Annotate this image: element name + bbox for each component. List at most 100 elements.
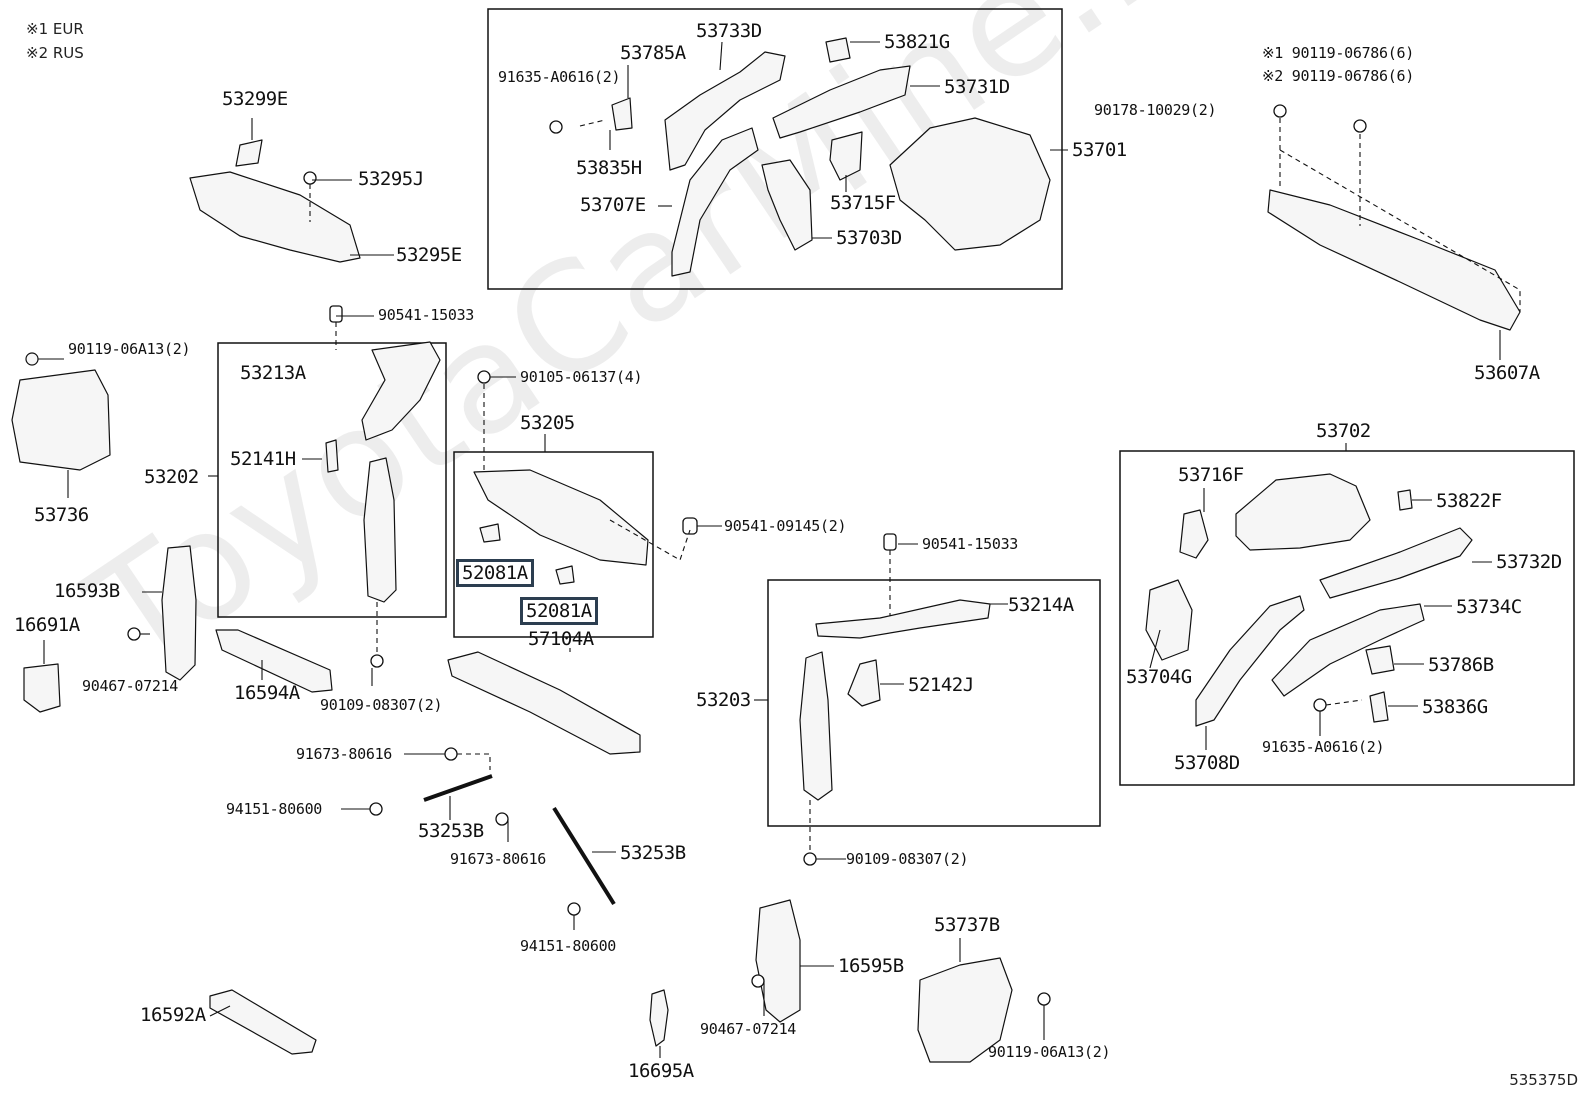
label-53785A[interactable]: 53785A bbox=[620, 42, 686, 64]
part-53213A bbox=[361, 341, 441, 441]
part-53203 bbox=[799, 651, 833, 801]
label-90109-08307-a[interactable]: 90109-08307(2) bbox=[320, 696, 443, 714]
label-53736[interactable]: 53736 bbox=[34, 504, 89, 526]
label-53299E[interactable]: 53299E bbox=[222, 88, 288, 110]
label-53822F[interactable]: 53822F bbox=[1436, 490, 1502, 512]
label-90119-06786-eur[interactable]: ※1 90119-06786(6) bbox=[1262, 44, 1414, 62]
part-52081A-b bbox=[555, 565, 575, 585]
label-53836G[interactable]: 53836G bbox=[1422, 696, 1488, 718]
label-53737B[interactable]: 53737B bbox=[934, 914, 1000, 936]
part-53821G bbox=[825, 37, 851, 63]
part-16593B bbox=[161, 545, 197, 681]
label-52081A-1[interactable]: 52081A bbox=[456, 559, 534, 587]
label-53733D[interactable]: 53733D bbox=[696, 20, 762, 42]
label-53253B-b[interactable]: 53253B bbox=[620, 842, 686, 864]
label-53253B-a[interactable]: 53253B bbox=[418, 820, 484, 842]
label-53715F[interactable]: 53715F bbox=[830, 192, 896, 214]
part-53731D bbox=[772, 65, 911, 139]
label-53607A[interactable]: 53607A bbox=[1474, 362, 1540, 384]
label-53716F[interactable]: 53716F bbox=[1178, 464, 1244, 486]
part-53205 bbox=[473, 469, 649, 566]
label-53704G[interactable]: 53704G bbox=[1126, 666, 1192, 688]
part-53737B bbox=[917, 957, 1013, 1063]
label-53707E[interactable]: 53707E bbox=[580, 194, 646, 216]
label-53701[interactable]: 53701 bbox=[1072, 139, 1127, 161]
label-53202[interactable]: 53202 bbox=[144, 466, 199, 488]
diagram-code: 535375D bbox=[1509, 1071, 1578, 1089]
label-53295E[interactable]: 53295E bbox=[396, 244, 462, 266]
group-box-53701 bbox=[487, 8, 1063, 290]
label-91635-A0616-top[interactable]: 91635-A0616(2) bbox=[498, 68, 621, 86]
label-91635-A0616-right[interactable]: 91635-A0616(2) bbox=[1262, 738, 1385, 756]
part-53732D bbox=[1319, 527, 1473, 599]
part-53701 bbox=[889, 117, 1051, 251]
part-53708D bbox=[1195, 595, 1305, 727]
label-16594A[interactable]: 16594A bbox=[234, 682, 300, 704]
label-91673-80616-a[interactable]: 91673-80616 bbox=[296, 745, 393, 763]
label-57104A[interactable]: 57104A bbox=[528, 628, 594, 650]
label-53731D[interactable]: 53731D bbox=[944, 76, 1010, 98]
label-90541-15033-a[interactable]: 90541-15033 bbox=[378, 306, 475, 324]
label-94151-80600-b[interactable]: 94151-80600 bbox=[520, 937, 617, 955]
label-16595B[interactable]: 16595B bbox=[838, 955, 904, 977]
part-53733D bbox=[664, 51, 786, 171]
note-rus: ※2 RUS bbox=[26, 44, 84, 62]
part-16594A bbox=[215, 629, 333, 693]
part-53295E bbox=[189, 171, 361, 263]
label-16592A[interactable]: 16592A bbox=[140, 1004, 206, 1026]
label-53708D[interactable]: 53708D bbox=[1174, 752, 1240, 774]
label-53213A[interactable]: 53213A bbox=[240, 362, 306, 384]
label-90467-07214-b[interactable]: 90467-07214 bbox=[700, 1020, 797, 1038]
label-91673-80616-b[interactable]: 91673-80616 bbox=[450, 850, 547, 868]
label-90467-07214-a[interactable]: 90467-07214 bbox=[82, 677, 179, 695]
part-53707E bbox=[671, 127, 759, 277]
label-16695A[interactable]: 16695A bbox=[628, 1060, 694, 1082]
part-53715F bbox=[829, 131, 863, 181]
label-53214A[interactable]: 53214A bbox=[1008, 594, 1074, 616]
label-53703D[interactable]: 53703D bbox=[836, 227, 902, 249]
label-16691A[interactable]: 16691A bbox=[14, 614, 80, 636]
part-53785A bbox=[611, 97, 633, 131]
part-52142J bbox=[847, 659, 881, 707]
part-53214A bbox=[815, 599, 991, 639]
part-16695A bbox=[649, 989, 669, 1047]
part-16691A bbox=[23, 663, 61, 713]
label-90119-06786-rus[interactable]: ※2 90119-06786(6) bbox=[1262, 67, 1414, 85]
label-53205[interactable]: 53205 bbox=[520, 412, 575, 434]
part-53836G bbox=[1369, 691, 1389, 723]
label-53732D[interactable]: 53732D bbox=[1496, 551, 1562, 573]
part-16592A bbox=[209, 989, 317, 1055]
part-53736 bbox=[11, 369, 111, 471]
group-box-53202 bbox=[217, 342, 447, 618]
label-90541-15033-b[interactable]: 90541-15033 bbox=[922, 535, 1019, 553]
label-90178-10029[interactable]: 90178-10029(2) bbox=[1094, 101, 1217, 119]
note-eur: ※1 EUR bbox=[26, 20, 84, 38]
label-52141H[interactable]: 52141H bbox=[230, 448, 296, 470]
part-16595B bbox=[755, 899, 801, 1023]
label-53835H[interactable]: 53835H bbox=[576, 157, 642, 179]
part-53786B bbox=[1365, 645, 1395, 675]
label-90119-06A13-a[interactable]: 90119-06A13(2) bbox=[68, 340, 191, 358]
part-53703D bbox=[761, 159, 813, 251]
part-53202 bbox=[363, 457, 397, 603]
label-90105-06137[interactable]: 90105-06137(4) bbox=[520, 368, 643, 386]
label-94151-80600-a[interactable]: 94151-80600 bbox=[226, 800, 323, 818]
label-52081A-2[interactable]: 52081A bbox=[520, 597, 598, 625]
part-53607A bbox=[1267, 189, 1521, 331]
label-53203[interactable]: 53203 bbox=[696, 689, 751, 711]
part-53822F bbox=[1397, 489, 1413, 511]
label-53821G[interactable]: 53821G bbox=[884, 31, 950, 53]
label-90541-09145[interactable]: 90541-09145(2) bbox=[724, 517, 847, 535]
label-90109-08307-b[interactable]: 90109-08307(2) bbox=[846, 850, 969, 868]
label-53702[interactable]: 53702 bbox=[1316, 420, 1371, 442]
label-53734C[interactable]: 53734C bbox=[1456, 596, 1522, 618]
label-53295J[interactable]: 53295J bbox=[358, 168, 424, 190]
label-16593B[interactable]: 16593B bbox=[54, 580, 120, 602]
part-57104A bbox=[447, 651, 641, 755]
group-box-53203 bbox=[767, 579, 1101, 827]
label-90119-06A13-b[interactable]: 90119-06A13(2) bbox=[988, 1043, 1111, 1061]
label-53786B[interactable]: 53786B bbox=[1428, 654, 1494, 676]
part-53702-apron bbox=[1235, 473, 1371, 551]
label-52142J[interactable]: 52142J bbox=[908, 674, 974, 696]
